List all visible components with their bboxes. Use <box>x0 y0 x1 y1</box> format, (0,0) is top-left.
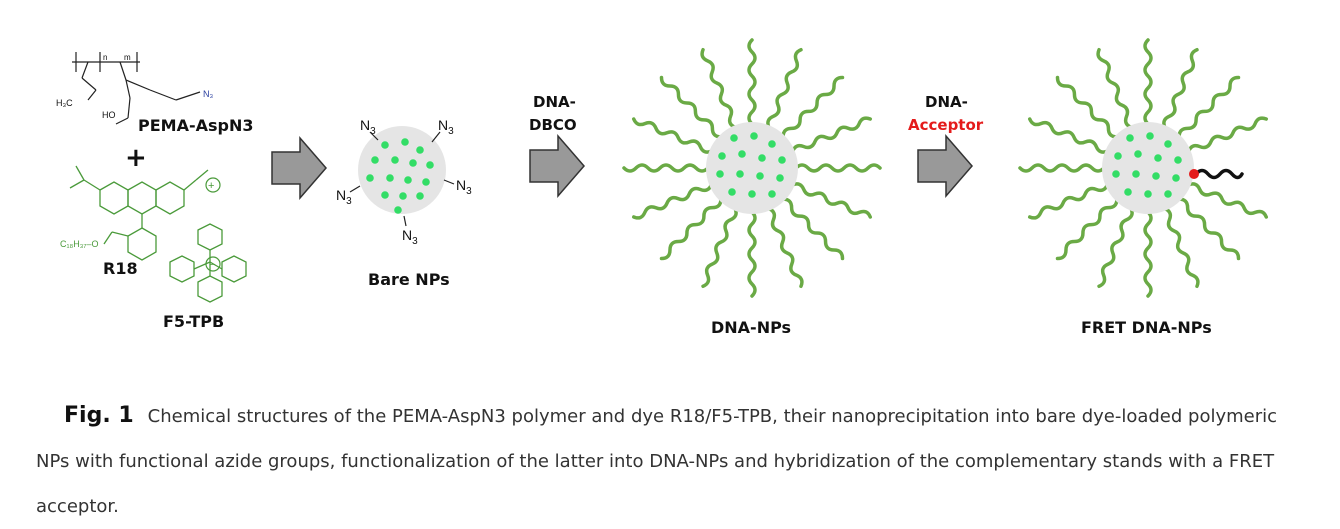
caption-text: Chemical structures of the PEMA-AspN3 po… <box>36 406 1278 517</box>
complementary-strand <box>1194 168 1244 180</box>
dna-strand <box>1186 116 1269 153</box>
counterion-label: F5-TPB <box>163 312 224 331</box>
dna-strand <box>659 197 723 261</box>
dna-strand <box>781 197 845 261</box>
dna-strand <box>790 116 873 153</box>
step3-label-line2: Acceptor <box>908 116 984 134</box>
chem-n3: N₃ <box>203 89 213 99</box>
dna-strand <box>766 47 803 130</box>
azide-label: N3 <box>456 177 472 197</box>
chem-n: n <box>103 53 107 62</box>
polymer-label: PEMA-AspN3 <box>138 116 253 135</box>
step-arrow-3 <box>917 133 973 199</box>
fret-dna-nanoparticle <box>1018 38 1269 298</box>
dna-strand <box>700 47 737 130</box>
step-arrow-2 <box>529 133 585 199</box>
minus-charge-icon: − <box>209 259 215 271</box>
dna-strand <box>1186 182 1269 219</box>
dna-strand <box>1177 197 1241 261</box>
dye-structure <box>69 165 247 303</box>
dna-strand <box>1027 117 1110 154</box>
dna-strand <box>622 163 710 173</box>
dna-strand <box>1027 183 1110 220</box>
dna-strand <box>1097 206 1134 289</box>
dna-strand <box>781 75 845 139</box>
dna-strand <box>1018 163 1106 173</box>
dna-strand <box>767 206 804 289</box>
dna-strand <box>1163 206 1200 289</box>
dna-strand <box>790 182 873 219</box>
polymer-structure <box>72 52 201 125</box>
dna-strand <box>747 38 757 126</box>
anion-charge-icon <box>205 256 221 272</box>
azide-label: N3 <box>336 187 352 207</box>
dna-strand <box>1143 38 1153 126</box>
dna-nanoparticle <box>622 38 882 298</box>
step3-label-line1: DNA- <box>925 93 968 111</box>
dna-np-label: DNA-NPs <box>711 318 791 337</box>
cation-charge-icon <box>205 177 221 193</box>
bare-nanoparticle: N3 N3 N3 N3 N3 <box>336 117 472 247</box>
dna-strand <box>747 210 757 298</box>
dye-label: R18 <box>103 259 138 278</box>
dna-strand <box>1055 197 1119 261</box>
dna-strand <box>701 206 738 289</box>
fret-np-label: FRET DNA-NPs <box>1081 318 1212 337</box>
caption-label: Fig. 1 <box>64 403 134 428</box>
chem-ho: HO <box>102 110 116 120</box>
dna-strand <box>1055 75 1119 139</box>
acceptor-dye-dot <box>1189 169 1199 179</box>
dna-strand <box>631 117 714 154</box>
dna-strand <box>1162 47 1199 130</box>
dna-strand <box>659 75 723 139</box>
dna-strand <box>1096 47 1133 130</box>
azide-label: N3 <box>402 227 418 247</box>
dna-strand <box>1177 75 1241 139</box>
step2-label-line2: DBCO <box>529 116 577 134</box>
azide-label: N3 <box>360 117 376 137</box>
chem-m: m <box>124 53 131 62</box>
azide-label: N3 <box>438 117 454 137</box>
dna-strand <box>794 163 882 173</box>
dna-strand <box>631 183 714 220</box>
chem-c18: C₁₈H₃₇–O <box>60 239 99 249</box>
plus-charge-icon: + <box>208 180 214 192</box>
step-arrow-1 <box>271 135 327 201</box>
plus-sign: + <box>125 143 147 173</box>
step2-label-line1: DNA- <box>533 93 576 111</box>
dna-strand <box>1143 210 1153 298</box>
figure-scheme: H₃C HO N₃ m n PEMA-AspN3 + + − C₁₈H₃₇–O … <box>56 38 1269 337</box>
chem-h3c: H₃C <box>56 98 73 108</box>
bare-np-label: Bare NPs <box>368 270 450 289</box>
